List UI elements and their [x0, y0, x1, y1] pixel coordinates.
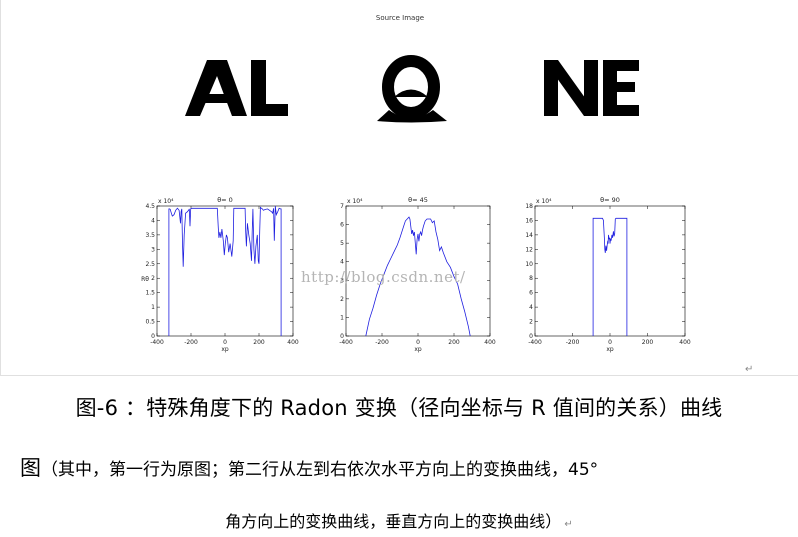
y-tick-label: 5 — [340, 240, 344, 247]
y-tick-label: 14 — [525, 232, 533, 239]
y-tick-label: 3 — [151, 246, 155, 253]
x-axis-label: xp — [606, 346, 614, 353]
x-tick-label: -200 — [184, 339, 198, 346]
chart-title: θ= 45 — [408, 196, 428, 204]
plot-frame — [156, 205, 294, 337]
chart-title: θ= 90 — [600, 196, 620, 204]
x-axis-label: xp — [414, 346, 422, 353]
y-tick-label: 4 — [151, 217, 155, 224]
x-tick-label: 400 — [287, 339, 299, 346]
y-tick-label: 6 — [340, 222, 344, 229]
y-tick-label: 1.5 — [145, 290, 155, 297]
letter-e — [603, 60, 639, 116]
y-tick-label: 4.5 — [145, 203, 155, 210]
radon-chart-theta-45: θ= 45 x 10⁴ 0 1 2 3 4 5 6 7 -400 -200 0 200 400 xp — [339, 196, 496, 353]
source-image-title: Source Image — [375, 14, 425, 22]
x-tick-label: 0 — [608, 339, 612, 346]
chart-title: θ= 0 — [217, 196, 233, 204]
caption-line-3: 角方向上的变换曲线，垂直方向上的变换曲线）↵ — [0, 508, 798, 532]
caption-line-3-text: 角方向上的变换曲线，垂直方向上的变换曲线） — [225, 512, 562, 531]
x-tick-label: 400 — [679, 339, 691, 346]
radon-chart-theta-0: θ= 0 x 10⁴ 0 0.5 1 1.5 2 2.5 3 3.5 4 4.5 -400 -200 0 20… — [141, 196, 299, 353]
y-tick-label: 0.5 — [145, 319, 155, 326]
y-tick-label: 10 — [525, 261, 533, 268]
source-image-letters — [185, 55, 639, 123]
y-tick-label: 2 — [340, 296, 344, 303]
y-tick-label: 4 — [340, 259, 344, 266]
y-tick-label: 18 — [525, 203, 533, 210]
y-tick-label: 1 — [340, 314, 344, 321]
radon-chart-theta-90: θ= 90 x 10⁴ 0 2 4 6 8 10 12 14 16 18 -400 -200 0 200 400… — [525, 196, 691, 353]
caption-line-2: 图（其中，第一行为原图；第二行从左到右依次水平方向上的变换曲线，45° — [20, 452, 798, 482]
y-tick-label: 6 — [529, 290, 533, 297]
y-tick-label: 16 — [525, 217, 533, 224]
y-tick-label: 8 — [529, 275, 533, 282]
letter-o — [377, 55, 447, 123]
y-tick-label: 1 — [151, 304, 155, 311]
radon-curve — [168, 205, 282, 336]
y-exponent: x 10⁴ — [347, 198, 363, 205]
x-tick-label: 400 — [484, 339, 496, 346]
watermark: http://blog.csdn.net/ — [301, 268, 466, 286]
y-tick-label: 12 — [525, 246, 533, 253]
y-tick-label: 2.5 — [145, 261, 155, 268]
letter-a — [185, 60, 247, 116]
return-mark: ↵ — [745, 364, 754, 375]
y-tick-label: 0 — [340, 333, 344, 340]
x-tick-label: -200 — [566, 339, 580, 346]
y-tick-label: 0 — [151, 333, 155, 340]
radon-curve — [365, 216, 471, 337]
caption-return-mark: ↵ — [564, 519, 573, 530]
radon-curve — [592, 217, 628, 336]
figure-panel: Source Image θ= 0 — [0, 0, 798, 376]
letter-n — [544, 60, 598, 116]
y-tick-label: 2 — [151, 275, 155, 282]
letter-l — [251, 60, 288, 116]
y-tick-label: 4 — [529, 304, 533, 311]
y-tick-label: 2 — [529, 319, 533, 326]
x-tick-label: 200 — [253, 339, 265, 346]
y-tick-label: 0 — [529, 333, 533, 340]
y-exponent: x 10⁴ — [158, 198, 174, 205]
x-tick-label: -200 — [375, 339, 389, 346]
x-tick-label: 200 — [642, 339, 654, 346]
x-tick-label: 0 — [416, 339, 420, 346]
caption-line-2-text: （其中，第一行为原图；第二行从左到右依次水平方向上的变换曲线，45° — [41, 460, 599, 480]
caption-line-1: 图-6 ：特殊角度下的 Radon 变换（径向坐标与 R 值间的关系）曲线 — [0, 392, 798, 422]
plot-frame — [345, 205, 491, 337]
y-tick-label: 7 — [340, 203, 344, 210]
x-tick-label: 200 — [448, 339, 460, 346]
x-axis-label: xp — [221, 346, 229, 353]
y-exponent: x 10⁴ — [536, 198, 552, 205]
x-tick-label: -400 — [528, 339, 542, 346]
plot-frame — [534, 205, 686, 337]
x-tick-label: -400 — [150, 339, 164, 346]
x-tick-label: -400 — [339, 339, 353, 346]
y-tick-label: 3 — [340, 277, 344, 284]
y-tick-label: 3.5 — [145, 232, 155, 239]
x-tick-label: 0 — [223, 339, 227, 346]
y-axis-label: Rθ — [141, 276, 149, 283]
caption-line-1-text: 图-6 ：特殊角度下的 Radon 变换（径向坐标与 R 值间的关系）曲线 — [75, 396, 723, 420]
caption-line-2-lead: 图 — [20, 456, 41, 480]
